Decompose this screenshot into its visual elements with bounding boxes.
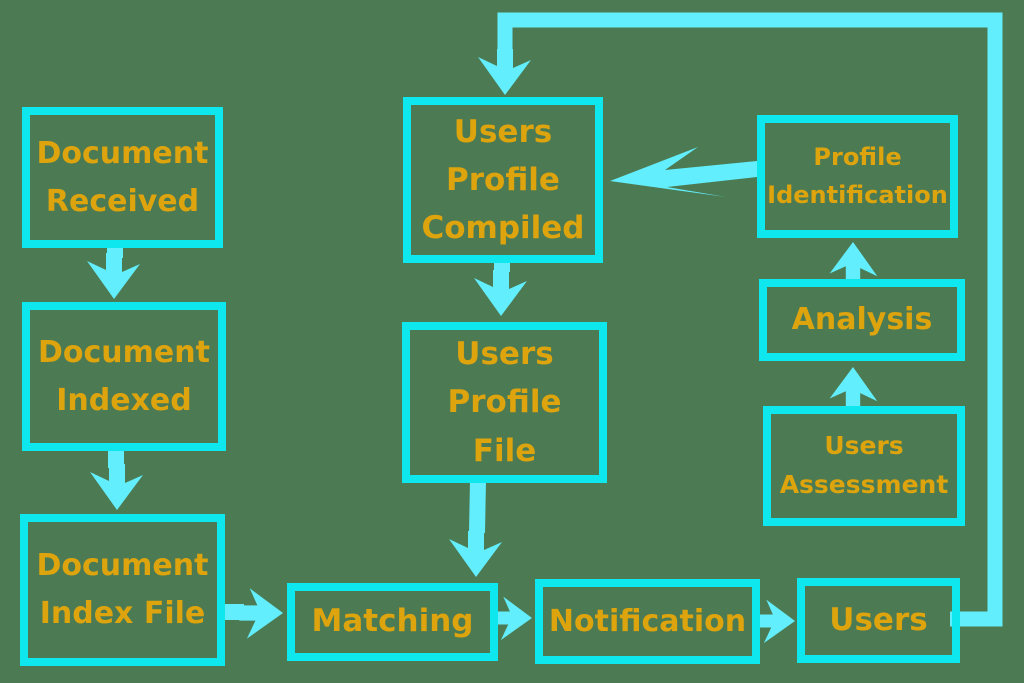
node-label-matching: Matching [311, 603, 474, 640]
node-analysis: Analysis [759, 279, 965, 361]
node-document-indexed: Document Indexed [22, 302, 226, 451]
node-label-notification: Notification [548, 603, 747, 639]
arrow-users-assessment-to-analysis [829, 367, 878, 409]
node-profile-identification: Profile Identification [757, 115, 958, 238]
arrow-profile-identification-to-users-profile-compiled [610, 147, 757, 197]
arrow-users-profile-compiled-to-users-profile-file [474, 261, 527, 316]
arrow-document-received-to-document-indexed [87, 246, 140, 299]
arrow-users-to-users-profile-compiled-loop [478, 12, 1003, 627]
arrow-document-index-file-to-matching [224, 588, 283, 639]
node-document-received: Document Received [22, 107, 223, 248]
node-label-document-received: Document Received [36, 135, 209, 219]
arrow-matching-to-notification [494, 596, 532, 641]
node-label-users-assessment: Users Assessment [779, 431, 949, 499]
node-label-analysis: Analysis [791, 302, 933, 337]
arrow-users-profile-file-to-matching [449, 479, 502, 577]
node-label-users-profile-compiled: Users Profile Compiled [421, 113, 585, 247]
node-document-index-file: Document Index File [20, 514, 225, 666]
node-users-profile-compiled: Users Profile Compiled [403, 97, 603, 263]
node-notification: Notification [535, 579, 760, 664]
node-label-document-indexed: Document Indexed [38, 334, 210, 418]
node-label-profile-identification: Profile Identification [767, 143, 948, 209]
arrow-analysis-to-profile-identification [829, 242, 878, 284]
node-label-users: Users [829, 601, 928, 638]
arrow-notification-to-users [757, 599, 795, 644]
node-users: Users [797, 578, 960, 663]
node-users-profile-file: Users Profile File [402, 322, 607, 483]
node-label-users-profile-file: Users Profile File [447, 336, 562, 469]
arrow-document-indexed-to-document-index-file [90, 449, 143, 510]
node-label-document-index-file: Document Index File [36, 548, 209, 631]
node-matching: Matching [287, 583, 498, 661]
node-users-assessment: Users Assessment [763, 406, 965, 526]
